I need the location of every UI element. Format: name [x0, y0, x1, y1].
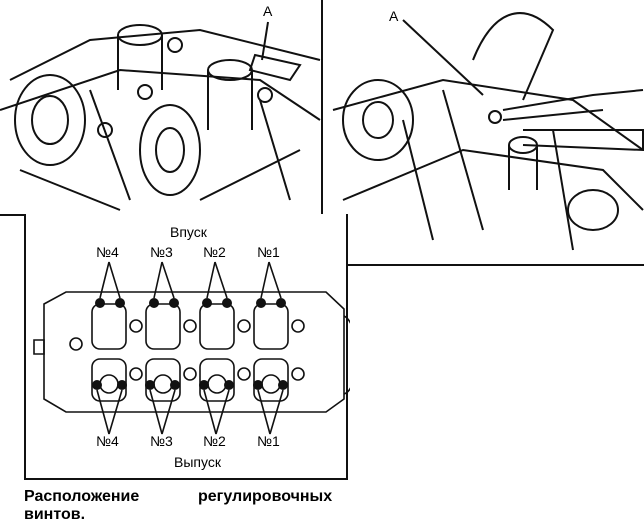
- intake-label: Впуск: [170, 224, 207, 240]
- exhaust-label: Выпуск: [174, 454, 221, 470]
- exhaust-cylinder-4: №4: [96, 433, 119, 449]
- intake-cylinder-2: №2: [203, 244, 226, 260]
- callout-a-label: A: [263, 3, 273, 19]
- caption-line1-right: регулировочных: [198, 488, 333, 505]
- callout-a-label: A: [389, 8, 399, 24]
- caption-line1-left: Расположение: [24, 488, 140, 505]
- pointer-arrows: [96, 261, 284, 435]
- intake-cylinder-3: №3: [150, 244, 173, 260]
- rocker-arm-adjustment-figure-right: A: [321, 0, 644, 266]
- intake-cylinder-4: №4: [96, 244, 119, 260]
- caption-line2: винтов.: [24, 506, 86, 523]
- cylinder-head-top-view: [33, 261, 350, 435]
- adjusting-screw-markers: [92, 298, 288, 390]
- feeler-gauge-drawing: [332, 12, 644, 251]
- exhaust-cylinder-2: №2: [203, 433, 226, 449]
- exhaust-cylinder-3: №3: [150, 433, 173, 449]
- exhaust-cylinder-1: №1: [257, 433, 280, 449]
- rocker-arm-drawing: [0, 21, 321, 211]
- adjusting-screw-layout-figure: Впуск №4 №3 №2 №1 №4 №3 №2 №1 Выпуск: [24, 214, 350, 480]
- rocker-arm-adjustment-figure-left: A: [0, 0, 323, 216]
- intake-cylinder-1: №1: [257, 244, 280, 260]
